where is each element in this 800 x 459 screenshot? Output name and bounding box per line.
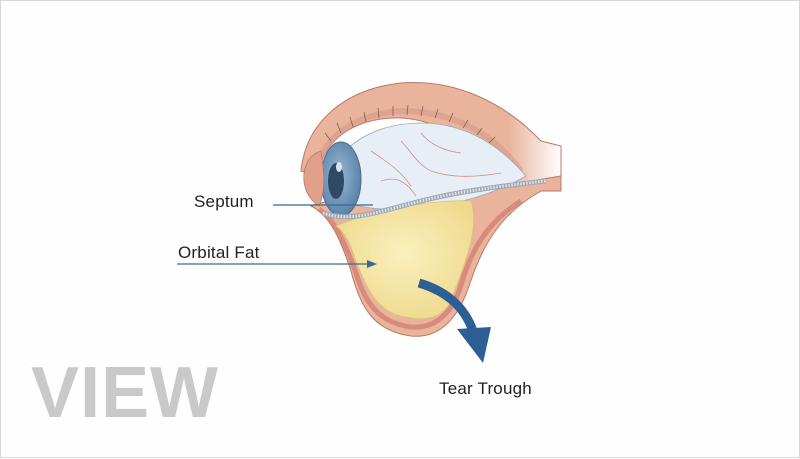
watermark-text: VIEW	[31, 353, 220, 433]
tear-trough-arrow	[417, 278, 478, 333]
label-tear-trough: Tear Trough	[439, 379, 532, 398]
arrow-head-icon	[457, 327, 491, 363]
label-orbital-fat: Orbital Fat	[178, 243, 260, 262]
eyelashes	[324, 104, 496, 144]
label-septum: Septum	[194, 192, 254, 211]
